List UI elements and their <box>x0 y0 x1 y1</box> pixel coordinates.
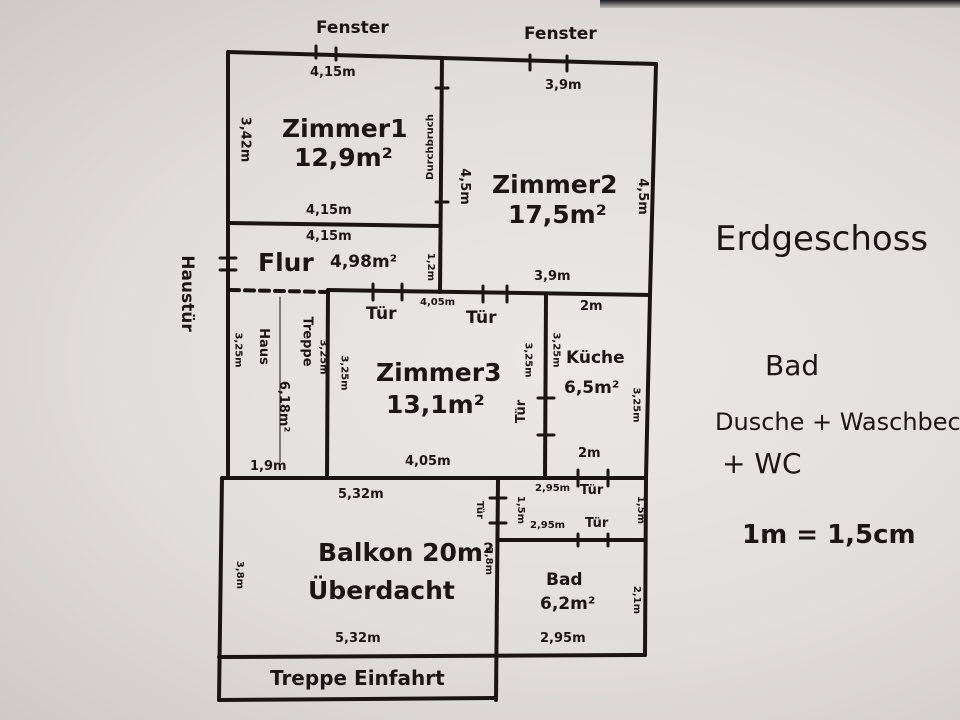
balkon-side-dim: 3,8m <box>234 560 246 590</box>
wall-balkon-right <box>494 478 500 702</box>
zimmer2-left-dim: 4,5m <box>456 168 472 205</box>
wall-stairs-z3 <box>325 288 330 480</box>
legend-bad-line2: + WC <box>722 447 802 480</box>
bad-side-dim: 2,1m <box>631 585 643 615</box>
legend-scale: 1m = 1,5cm <box>742 520 916 550</box>
balkon-name: Balkon 20m² <box>318 538 494 567</box>
bad-name: Bad <box>546 570 583 590</box>
window-label-2: Fenster <box>524 24 597 44</box>
wall-stairs-dashed <box>228 288 330 294</box>
zimmer2-bottom-dim: 3,9m <box>534 269 571 284</box>
wall-balkon-bottom <box>217 653 647 659</box>
stairs-bottom-dim: 1,9m <box>250 459 287 474</box>
flur-side-dim: 1,2m <box>425 252 437 282</box>
zimmer1-name: Zimmer1 <box>282 114 408 143</box>
zimmer2-name: Zimmer2 <box>492 170 618 199</box>
entrance-label: Haustür <box>176 255 197 332</box>
zimmer1-area: 12,9m² <box>294 143 393 172</box>
zimmer3-right-dim: 3,25m <box>522 342 534 378</box>
zimmer3-left-dim: 3,25m <box>338 355 350 391</box>
zimmer3-bottom-dim: 4,05m <box>405 454 451 469</box>
legend-bad-label: Bad <box>765 349 820 382</box>
zimmer2-area: 17,5m² <box>508 200 607 229</box>
wall-bottom <box>217 696 496 702</box>
stairs-name: Haus <box>255 328 271 365</box>
zimmer3-door2: Tür <box>466 308 497 328</box>
outer-wall-right <box>643 62 658 657</box>
door-marks <box>218 44 610 548</box>
treppe-einfahrt-label: Treppe Einfahrt <box>270 666 445 690</box>
kueche-top-dim: 2m <box>580 299 603 314</box>
balkon-bottom-dim: 5,32m <box>335 631 381 646</box>
window-label-1: Fenster <box>316 18 389 38</box>
kueche-left-dim: 3,25m <box>550 332 562 368</box>
zimmer3-area: 13,1m² <box>386 390 485 419</box>
zimmer2-top-dim: 3,9m <box>545 78 582 93</box>
stairs-side-dim: 3,25m <box>232 332 244 368</box>
zimmer3-door3: Tür <box>514 399 530 424</box>
balkon-right-dim: 3,8m <box>483 546 495 576</box>
stairs-area: 6,18m² <box>276 380 292 433</box>
balkon-note: Überdacht <box>308 576 455 605</box>
balkon-door: Tür <box>473 501 485 519</box>
outer-wall-left <box>217 50 230 702</box>
wc-door1: Tür <box>580 483 604 498</box>
zimmer2-right-dim: 4,5m <box>634 178 650 215</box>
wc-mid-dim: 2,95m <box>530 520 566 531</box>
stairs-side-dim2: 3,25m <box>317 339 329 375</box>
wall-z1-z2 <box>438 56 444 294</box>
wc-top-dim: 2,95m <box>535 483 571 494</box>
legend-bad-line1: Dusche + Waschbecken <box>715 408 960 436</box>
kueche-area: 6,5m² <box>564 378 620 398</box>
zimmer1-top-dim: 4,15m <box>310 65 356 80</box>
flur-top-dim: 4,15m <box>306 229 352 244</box>
wc-door2: Tür <box>585 516 609 531</box>
wall-z1-flur <box>226 221 442 228</box>
kueche-bottom-dim: 2m <box>578 446 601 461</box>
wc-side-dim2: 1,5m <box>635 495 647 525</box>
stairs-name2: Treppe <box>299 316 315 367</box>
floor-title: Erdgeschoss <box>715 219 929 259</box>
zimmer1-bottom-dim: 4,15m <box>306 203 352 218</box>
zimmer3-top-dim: 4,05m <box>420 297 456 308</box>
kueche-name: Küche <box>566 348 625 368</box>
balkon-top-dim: 5,32m <box>338 487 384 502</box>
bad-bottom-dim: 2,95m <box>540 631 586 646</box>
zimmer3-door1: Tür <box>366 304 397 324</box>
zimmer1-opening: Durchbruch <box>424 114 436 180</box>
flur-name: Flur <box>258 248 314 277</box>
wall-z3-kueche <box>543 293 548 480</box>
bad-area: 6,2m² <box>540 594 596 614</box>
kueche-right-dim: 3,25m <box>630 387 642 423</box>
zimmer3-name: Zimmer3 <box>376 358 502 387</box>
wc-side-dim: 1,5m <box>515 495 527 525</box>
photo-edge-shadow <box>600 0 960 8</box>
wall-row3-top <box>326 288 652 297</box>
flur-area: 4,98m² <box>330 252 398 272</box>
zimmer1-side-dim: 3,42m <box>237 116 253 163</box>
